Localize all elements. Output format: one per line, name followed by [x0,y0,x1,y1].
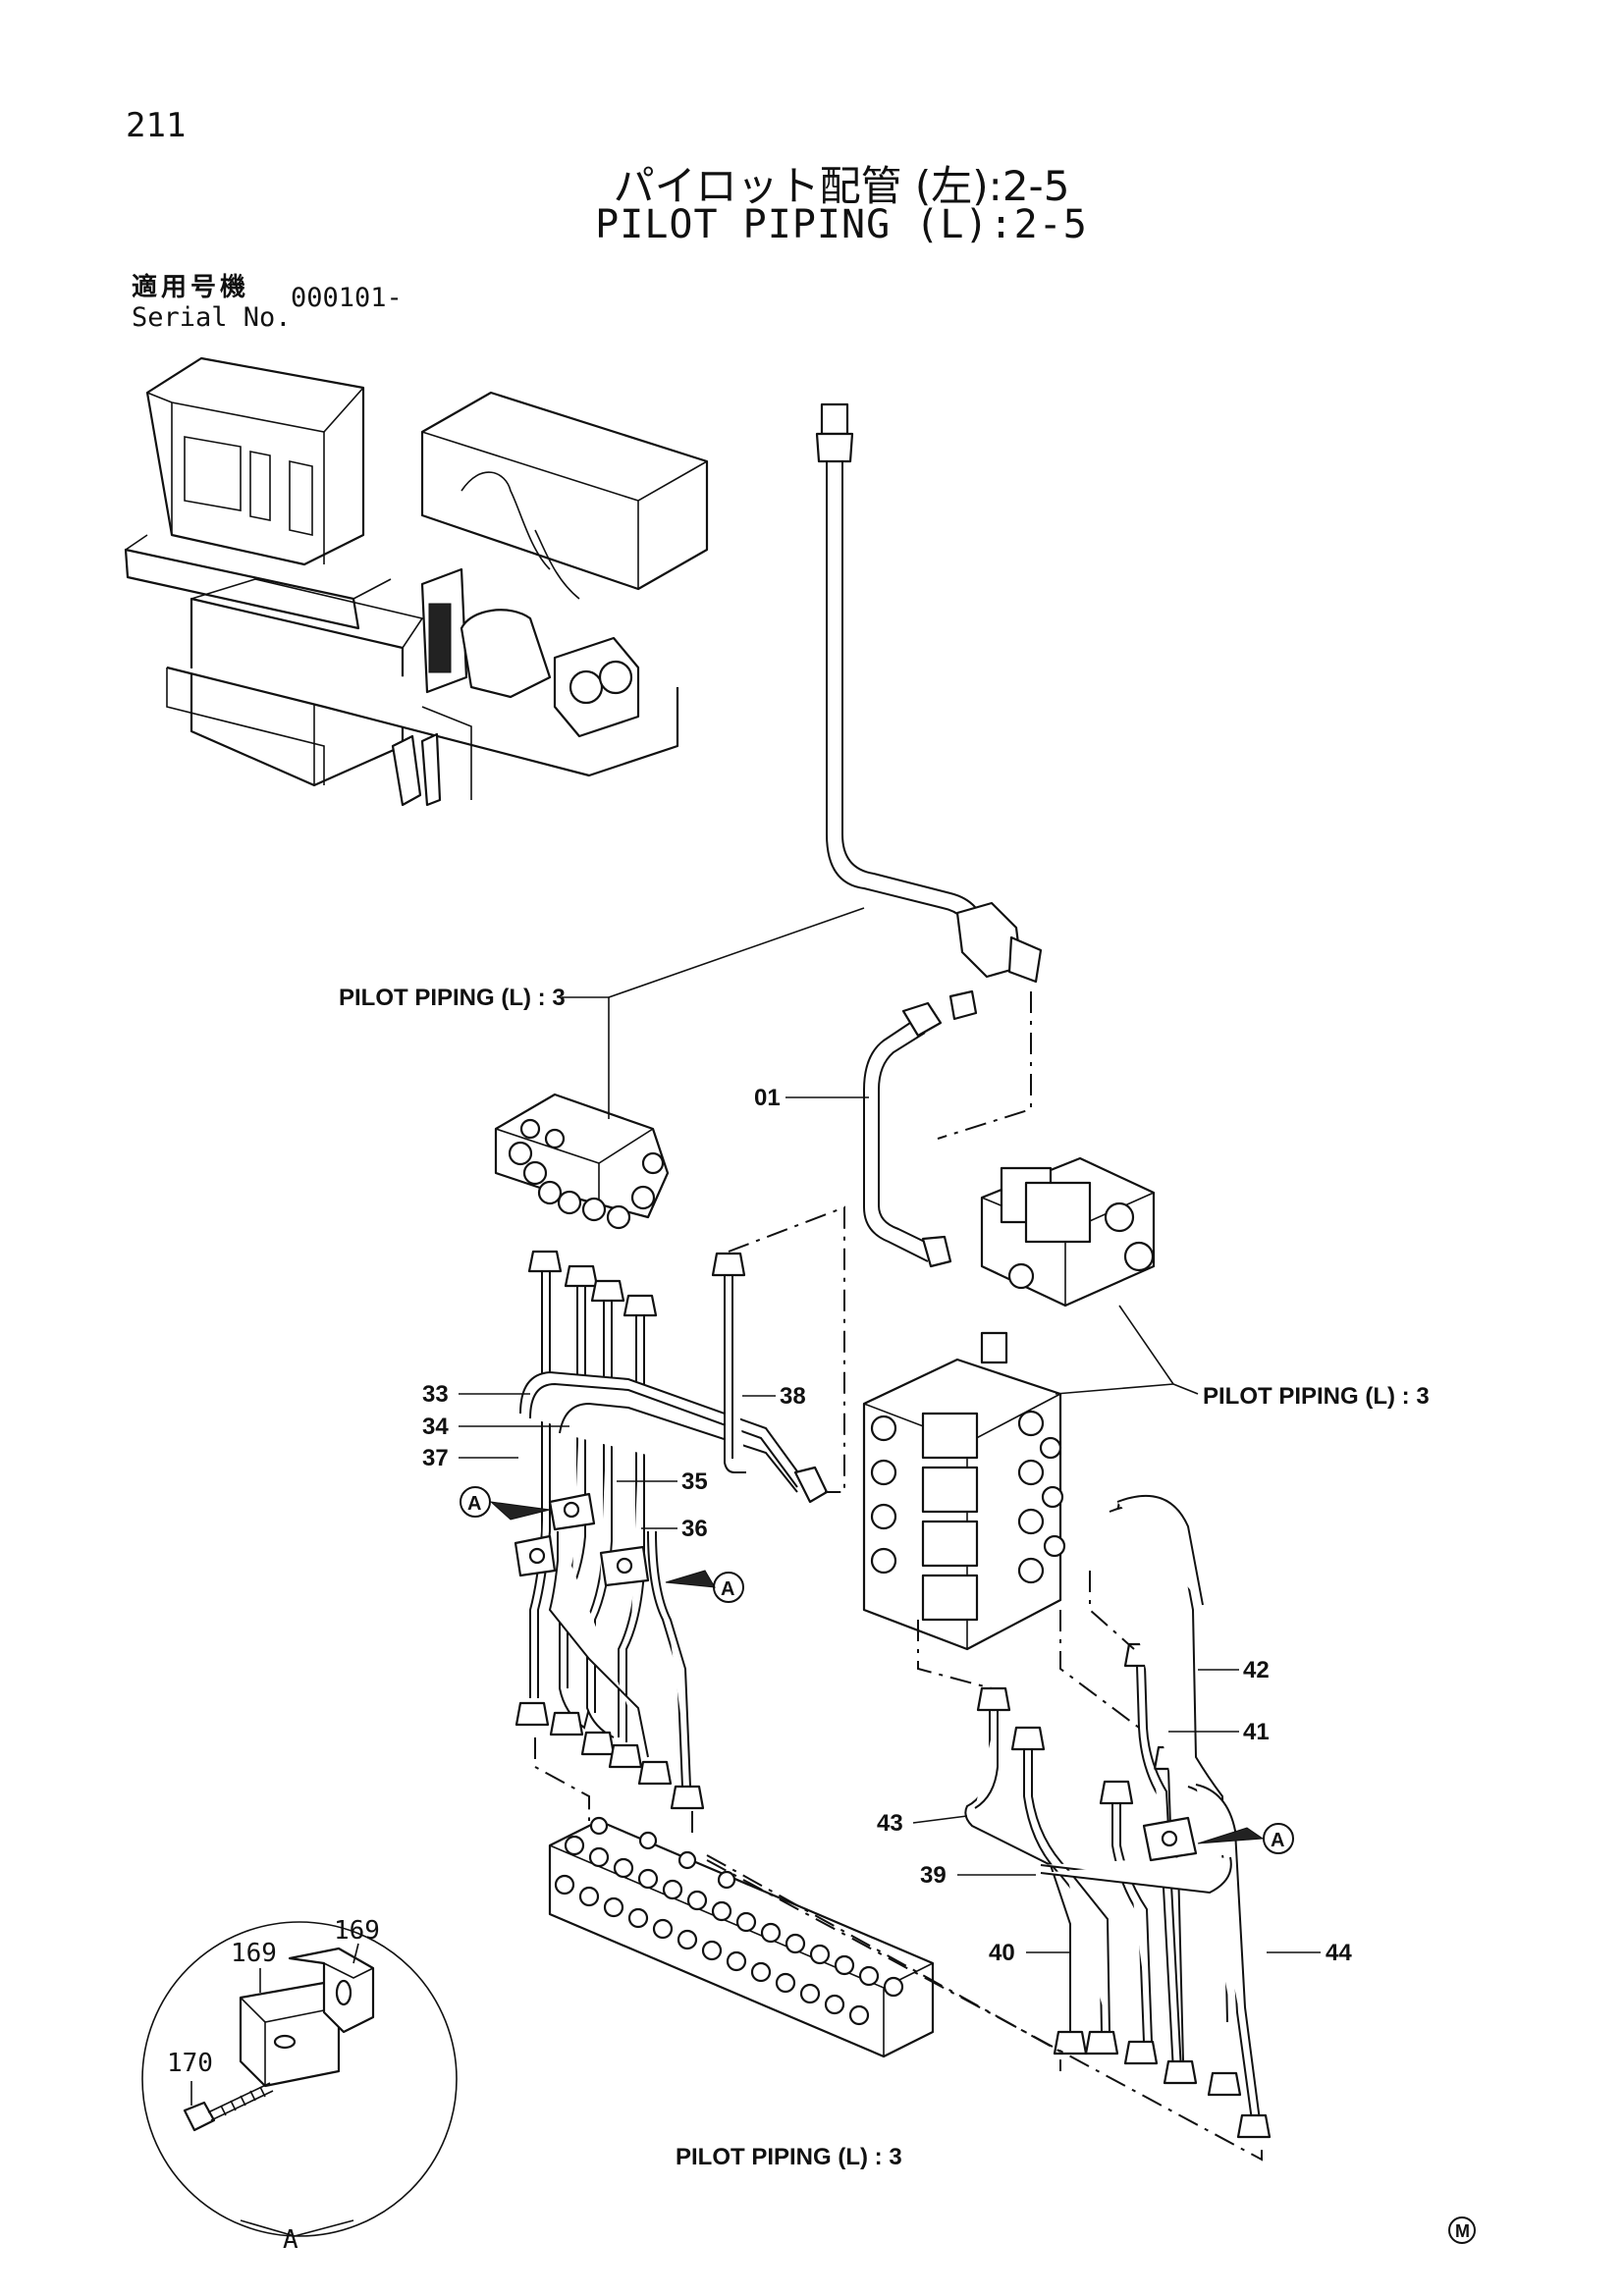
view-a-label-left: A [467,1493,481,1515]
right-pipe-bundle [964,1494,1272,2139]
view-marker-arrows [489,1501,1265,1844]
detail-part-169-right: 169 [334,1916,380,1946]
callout-40: 40 [989,1940,1015,1966]
serial-label-japanese: 適用号機 [132,273,250,302]
right-valve-block [862,1331,1066,1651]
view-a-label-center: A [721,1578,734,1600]
detail-view-a [141,1921,458,2237]
callout-01: 01 [754,1085,781,1111]
callout-38: 38 [780,1383,806,1410]
leader-lines [459,907,1321,1953]
ref-pilot-piping-right: PILOT PIPING (L) : 3 [1203,1383,1430,1410]
callout-37: 37 [422,1445,449,1471]
solenoid-valve-upper [980,1156,1156,1308]
ref-pilot-piping-top-left: PILOT PIPING (L) : 3 [339,985,566,1011]
callout-41: 41 [1243,1719,1270,1745]
serial-value: 000101- [291,283,403,313]
serial-label-english: Serial No. [132,302,292,333]
bottom-manifold [548,1816,935,2058]
detail-part-170: 170 [167,2049,213,2078]
ref-pilot-piping-bottom: PILOT PIPING (L) : 3 [676,2144,902,2170]
view-a-bubble-left [460,1486,491,1518]
left-valve-block [494,1093,670,1230]
callout-33: 33 [422,1381,449,1408]
title-japanese: パイロット配管 (左):2-5 [613,162,1070,210]
view-a-bubble-center [713,1572,744,1603]
callout-39: 39 [920,1862,947,1889]
callout-36: 36 [681,1516,708,1542]
detail-part-169-left: 169 [231,1939,277,1968]
callout-35: 35 [681,1468,708,1495]
callout-34: 34 [422,1414,449,1440]
left-pipe-bundle [514,1250,829,1810]
footer-mark: M [1455,2221,1470,2241]
callout-44: 44 [1326,1940,1352,1966]
machine-overview-illustration [124,356,709,807]
title-english: PILOT PIPING (L):2-5 [595,202,1088,247]
detail-view-label: A [283,2225,298,2255]
callout-42: 42 [1243,1657,1270,1683]
footer-mark-circle [1448,2216,1476,2244]
connection-lines [534,991,1263,2162]
view-a-label-right: A [1271,1830,1284,1851]
callout-43: 43 [877,1810,903,1837]
view-a-bubble-right [1263,1823,1294,1854]
pipe-38 [711,1252,746,1473]
page-number: 211 [126,106,187,145]
main-pilot-line [815,402,1043,1268]
